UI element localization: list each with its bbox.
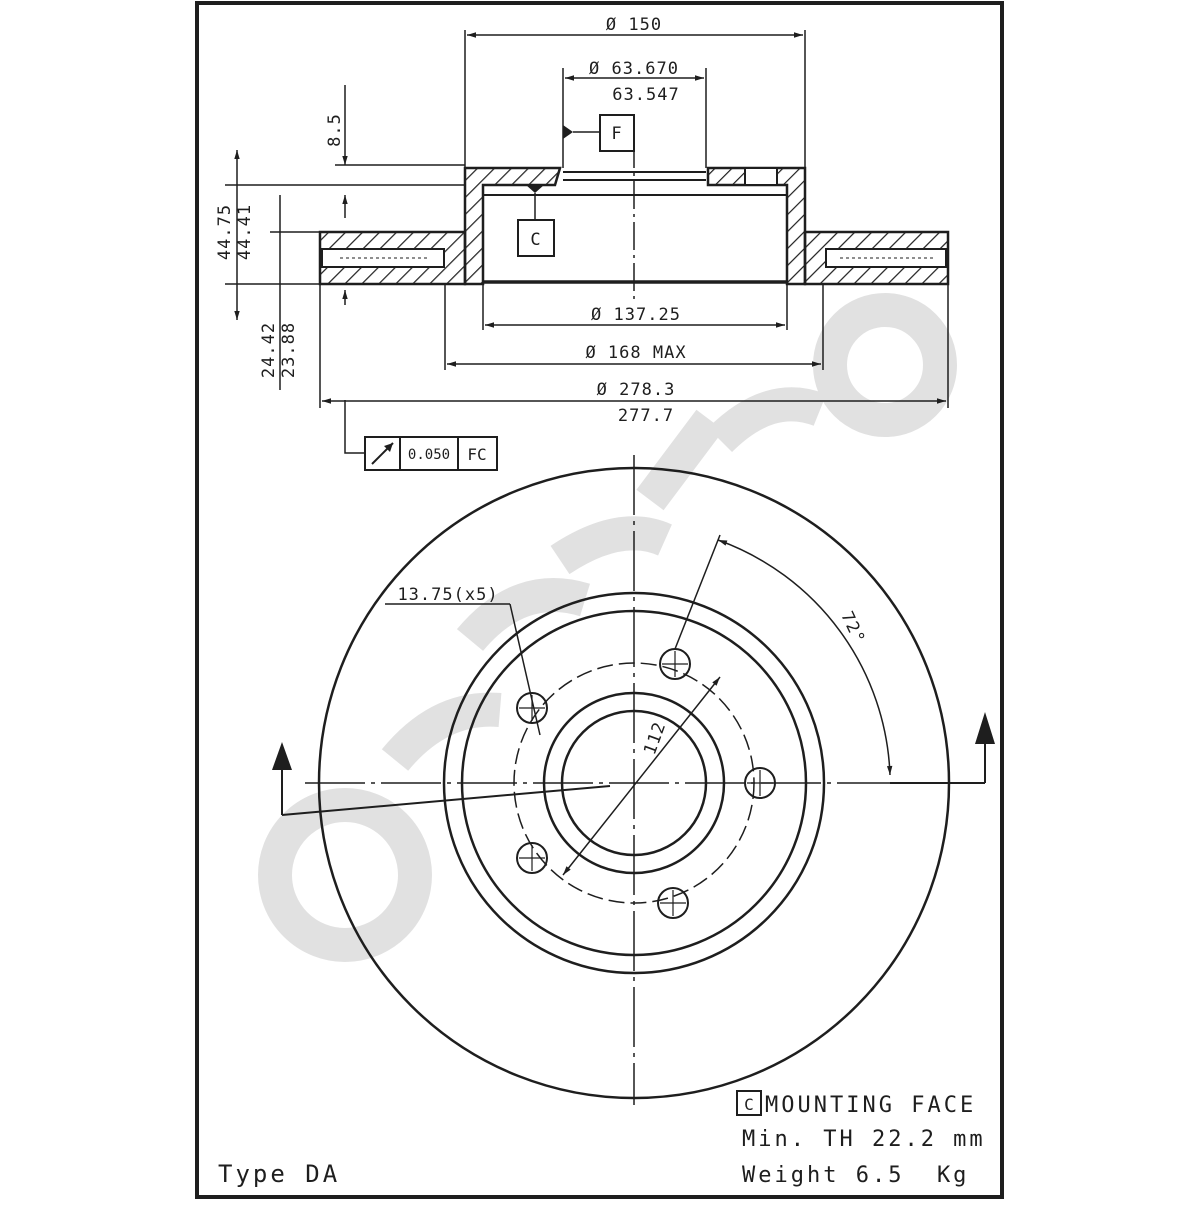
dim-center-bore-max: Ø 63.670 <box>589 59 679 79</box>
dim-flange-thickness: 8.5 <box>325 113 345 147</box>
front-view: 13.75(x5) 112 72° <box>272 455 995 1105</box>
datum-f-label: F <box>611 124 622 144</box>
dim-inner-hat-diameter: Ø 137.25 <box>591 305 681 325</box>
drawing-frame <box>195 1 1004 1199</box>
bolt-hole <box>516 842 548 874</box>
datum-c-box <box>736 1090 762 1116</box>
bolt-hole <box>659 648 691 680</box>
type-label: Type DA <box>218 1160 340 1188</box>
bolt-hole <box>657 887 689 919</box>
angle-dim: 72° <box>836 608 868 647</box>
dim-hub-max-diameter: Ø 168 MAX <box>585 343 686 363</box>
dim-total-height-min: 44.41 <box>235 204 255 260</box>
runout-icon <box>371 442 394 465</box>
dim-disc-thickness-max: 24.42 <box>259 322 279 378</box>
bolt-hole <box>744 767 776 799</box>
tolerance-datums: FC <box>467 445 486 464</box>
datum-c-label: C <box>530 230 541 250</box>
pitch-circle-dim: 112 <box>640 719 670 758</box>
runout-tolerance-frame: 0.050 FC <box>364 436 498 471</box>
dim-outer-diameter-max: Ø 278.3 <box>597 380 676 400</box>
dim-disc-thickness-min: 23.88 <box>279 322 299 378</box>
min-thickness-note: Min. TH 22.2 mm <box>742 1127 986 1152</box>
dim-center-bore-min: 63.547 <box>612 85 679 105</box>
dim-hat-outer-diameter: Ø 150 <box>606 15 662 35</box>
weight-note: Weight 6.5 Kg <box>742 1163 969 1188</box>
dim-outer-diameter-min: 277.7 <box>618 406 674 426</box>
bolt-hole-note: 13.75(x5) <box>397 585 498 605</box>
notes-block: C MOUNTING FACE Min. TH 22.2 mm Weight 6… <box>218 1090 986 1188</box>
datum-c-note-label: C <box>744 1095 754 1114</box>
section-view: Ø 150 Ø 63.670 63.547 Ø 137.25 Ø 168 MAX… <box>215 15 950 471</box>
dim-total-height-max: 44.75 <box>215 204 235 260</box>
mounting-face-note: MOUNTING FACE <box>765 1093 976 1118</box>
tolerance-value: 0.050 <box>408 447 450 463</box>
brand-logo-watermark <box>258 293 957 962</box>
